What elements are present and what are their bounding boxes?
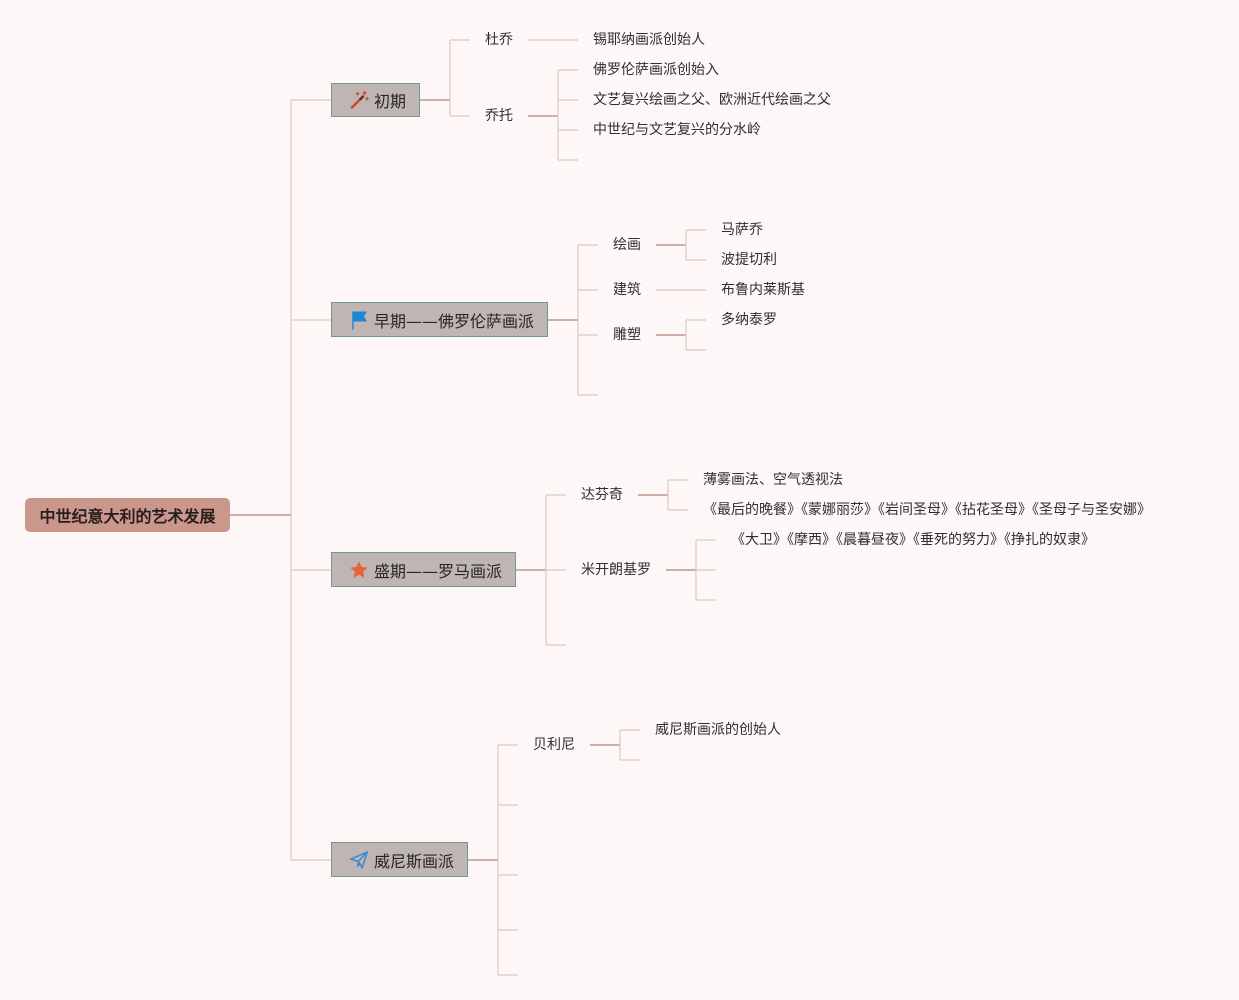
detail-michelangelo-works[interactable]: 《大卫》《摩西》《晨暮昼夜》《垂死的努力》《挣扎的奴隶》 bbox=[731, 532, 1095, 548]
connector-early-period-branches bbox=[577, 229, 706, 396]
subtopic-sculpture[interactable]: 雕塑 bbox=[613, 327, 641, 343]
connector-initial-period-branches bbox=[449, 39, 578, 161]
connector-venetian-school bbox=[468, 744, 620, 861]
paper-plane-icon bbox=[349, 850, 369, 870]
main-topic-label: 早期——佛罗伦萨画派 bbox=[374, 311, 535, 331]
subtopic-michelangelo[interactable]: 米开朗基罗 bbox=[581, 562, 651, 578]
main-topic-early-florentine-school[interactable]: 早期——佛罗伦萨画派 bbox=[331, 302, 548, 337]
main-topic-label: 初期 bbox=[374, 92, 407, 111]
subtopic-bellini[interactable]: 贝利尼 bbox=[533, 737, 575, 753]
root-topic[interactable]: 中世纪意大利的艺术发展 bbox=[25, 498, 230, 532]
connector-venetian-school-branches bbox=[497, 729, 640, 976]
subtopic-architecture[interactable]: 建筑 bbox=[613, 282, 641, 298]
detail-father-of-renaissance-painting[interactable]: 文艺复兴绘画之父、欧洲近代绘画之父 bbox=[593, 92, 831, 108]
main-topic-label: 威尼斯画派 bbox=[374, 851, 455, 871]
detail-sfumato-aerial-perspective[interactable]: 薄雾画法、空气透视法 bbox=[703, 472, 843, 488]
connector-initial-period bbox=[420, 99, 558, 117]
detail-botticelli[interactable]: 波提切利 bbox=[721, 252, 777, 268]
detail-venetian-school-founder[interactable]: 威尼斯画派的创始人 bbox=[655, 722, 781, 738]
connector-early-period bbox=[548, 244, 686, 336]
detail-sienese-school-founder[interactable]: 锡耶纳画派创始人 bbox=[593, 32, 705, 48]
detail-brunelleschi[interactable]: 布鲁内莱斯基 bbox=[721, 282, 805, 298]
main-topic-venetian-school[interactable]: 威尼斯画派 bbox=[331, 842, 468, 877]
connector-high-period-branches bbox=[545, 479, 716, 646]
subtopic-painting[interactable]: 绘画 bbox=[613, 237, 641, 253]
detail-medieval-renaissance-watershed[interactable]: 中世纪与文艺复兴的分水岭 bbox=[593, 122, 761, 138]
subtopic-giotto[interactable]: 乔托 bbox=[485, 108, 513, 124]
trunk-connector bbox=[290, 99, 331, 861]
main-topic-high-roman-school[interactable]: 盛期——罗马画派 bbox=[331, 552, 516, 587]
main-topic-initial-period[interactable]: 初期 bbox=[331, 83, 420, 117]
main-topic-label: 盛期——罗马画派 bbox=[374, 561, 503, 581]
star-icon bbox=[349, 560, 369, 580]
subtopic-da-vinci[interactable]: 达芬奇 bbox=[581, 487, 623, 503]
subtopic-duccio[interactable]: 杜乔 bbox=[485, 32, 513, 48]
detail-florentine-school-founder[interactable]: 佛罗伦萨画派创始入 bbox=[593, 62, 719, 78]
detail-da-vinci-works[interactable]: 《最后的晚餐》《蒙娜丽莎》《岩间圣母》《拈花圣母》《圣母子与圣安娜》 bbox=[703, 502, 1151, 518]
connector-high-period bbox=[516, 494, 696, 571]
detail-masaccio[interactable]: 马萨乔 bbox=[721, 222, 763, 238]
flag-icon bbox=[349, 310, 369, 330]
magic-wand-icon bbox=[349, 90, 369, 110]
detail-donatello[interactable]: 多纳泰罗 bbox=[721, 312, 777, 328]
